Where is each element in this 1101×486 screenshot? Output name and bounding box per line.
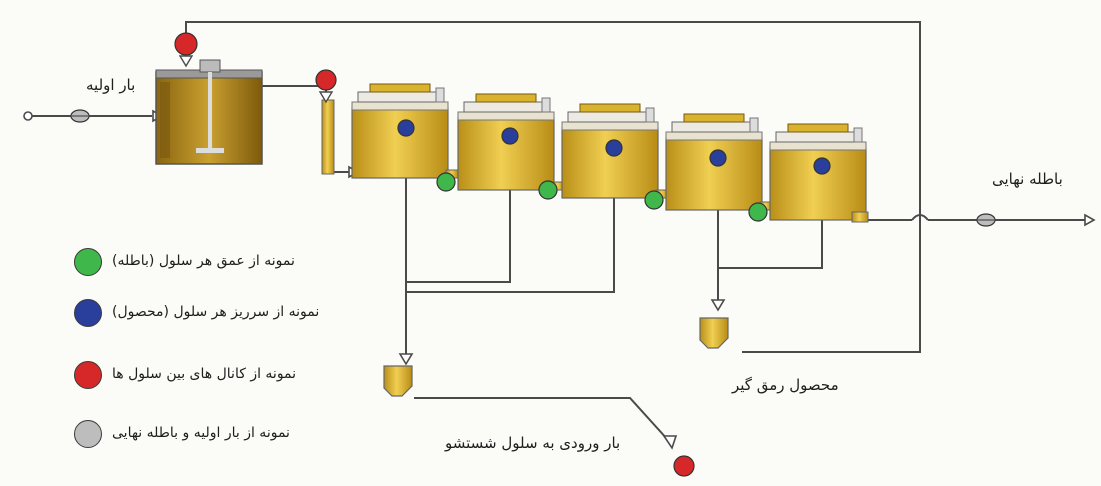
cell-motor-cap [579,103,641,113]
legend-item-depth-sample: نمونه از عمق هر سلول (باطله) [74,246,364,280]
blue-sample-point-icon [813,157,831,175]
red-sample-point-icon [315,69,337,91]
cell-lip [561,121,659,131]
cell-body [561,127,659,199]
green-sample-point-icon [748,202,768,222]
flotation-cell-5 [769,123,867,221]
feed-launder [321,99,335,175]
tailing-arrow-icon [1084,213,1096,227]
legend-label: نمونه از عمق هر سلول (باطله) [112,253,295,269]
cell-lip [769,141,867,151]
legend-label: نمونه از کانال های بین سلول ها [112,366,297,382]
final-tailing-label: باطله نهایی [992,170,1063,188]
cell-body [351,107,449,179]
cell-body [665,137,763,211]
tailing-box [851,211,869,223]
blue-sample-point-icon [397,119,415,137]
line-crossover [911,214,929,221]
gray-sample-dot-icon [74,420,102,448]
cell-valve [853,127,863,143]
cell-mechanism [775,131,861,143]
sampling-points-layer [70,32,996,477]
flotation-cell-3 [561,103,669,199]
green-sample-point-icon [538,180,558,200]
scavenger-arrow-icon [710,299,726,312]
blue-sample-dot-icon [74,299,102,327]
cell-lip [457,111,555,121]
cell-motor-cap [787,123,849,133]
flotation-cell-4 [665,113,773,211]
sample-arrow-icon [178,55,194,68]
green-sample-point-icon [436,172,456,192]
concentrate-arrow-icon [398,353,414,366]
cell-lip [665,131,763,141]
equipment-layer [155,59,869,397]
cell-lip [351,101,449,111]
agitator-impeller [196,148,224,153]
agitator-motor [199,59,221,73]
scavenger-product-label: محصول رمق گیر [732,376,839,394]
cleaner-feed-label: بار ورودی به سلول شستشو [445,434,621,452]
recycle-line [185,21,921,220]
scavenger-return-line [742,220,921,353]
blue-sample-point-icon [709,149,727,167]
feed-label: بار اولیه [86,76,136,94]
cell-valve [749,117,759,133]
conditioner-outlet-line [262,85,327,100]
conditioner-shade [160,82,170,158]
blue-sample-point-icon [605,139,623,157]
cell-valve [435,87,445,103]
red-sample-point-icon [673,455,695,477]
cell-motor-cap [475,93,537,103]
flow-lines [23,21,1096,450]
green-sample-dot-icon [74,248,102,276]
feed-start-node-icon [23,111,33,121]
cell-motor-cap [683,113,745,123]
cell-mechanism [463,101,549,113]
legend-item-channel-sample: نمونه از کانال های بین سلول ها [74,359,364,393]
red-sample-dot-icon [74,361,102,389]
cell-motor-cap [369,83,431,93]
blue-sample-point-icon [501,127,519,145]
cleaner-arrow-icon [662,435,678,450]
legend-label: نمونه از بار اولیه و باطله نهایی [112,425,290,441]
legend-item-feed-tailing-sample: نمونه از بار اولیه و باطله نهایی [74,418,364,452]
green-sample-point-icon [644,190,664,210]
flotation-cell-1 [351,83,459,179]
concentrate-collector-box [383,365,413,397]
cell-mechanism [357,91,443,103]
cell-mechanism [567,111,653,123]
red-sample-point-icon [174,32,198,56]
scavenger-collector-box [699,317,729,349]
cell-mechanism [671,121,757,133]
cell-valve [645,107,655,123]
legend-label: نمونه از سرریز هر سلول (محصول) [112,304,320,320]
sample-arrow-icon [318,91,334,104]
cell-valve [541,97,551,113]
legend-item-overflow-sample: نمونه از سرریز هر سلول (محصول) [74,297,364,331]
cleaner-feed-line [414,397,669,441]
